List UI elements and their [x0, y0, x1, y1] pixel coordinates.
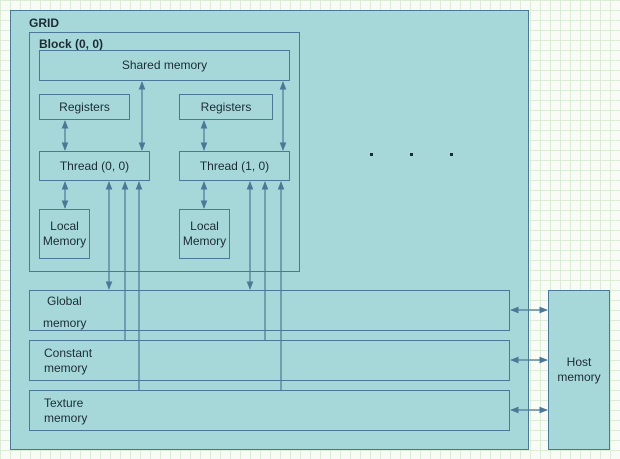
- local-memory-box-0: Local Memory: [39, 209, 90, 259]
- ellipsis-dot-1: [370, 153, 373, 156]
- shared-memory-box: Shared memory: [39, 50, 290, 81]
- texture-memory-label: Texture memory: [44, 396, 88, 425]
- registers-box-0: Registers: [39, 94, 130, 120]
- ellipsis-dot-2: [410, 153, 413, 156]
- local-memory-box-1: Local Memory: [179, 209, 230, 259]
- host-memory-box: Host memory: [548, 290, 610, 450]
- registers-box-1: Registers: [179, 94, 273, 120]
- block-label: Block (0, 0): [39, 37, 104, 51]
- global-memory-box: Global memory: [29, 290, 510, 331]
- thread-box-1: Thread (1, 0): [179, 151, 290, 181]
- texture-memory-box: Texture memory: [29, 390, 510, 431]
- thread-box-0: Thread (0, 0): [39, 151, 150, 181]
- constant-memory-label: Constant memory: [44, 346, 93, 375]
- global-memory-label-line2: memory: [43, 316, 87, 330]
- grid-label: GRID: [29, 16, 59, 30]
- ellipsis-dot-3: [450, 153, 453, 156]
- constant-memory-box: Constant memory: [29, 340, 510, 381]
- global-memory-label-line1: Global: [47, 294, 82, 308]
